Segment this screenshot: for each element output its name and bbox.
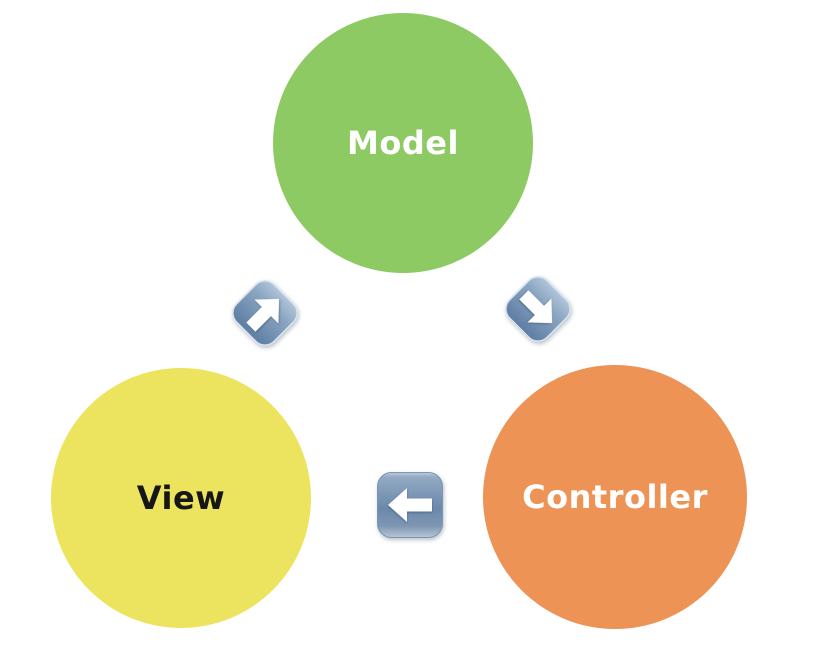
- node-view: View: [51, 368, 311, 628]
- node-controller: Controller: [483, 365, 747, 629]
- node-model: Model: [273, 13, 533, 273]
- node-view-label: View: [136, 479, 226, 517]
- node-controller-label: Controller: [522, 478, 708, 516]
- node-model-label: Model: [347, 124, 459, 162]
- arrow-left-icon: [377, 472, 443, 538]
- arrow-up-right-icon: [232, 280, 298, 346]
- arrow-down-right-icon: [505, 276, 571, 342]
